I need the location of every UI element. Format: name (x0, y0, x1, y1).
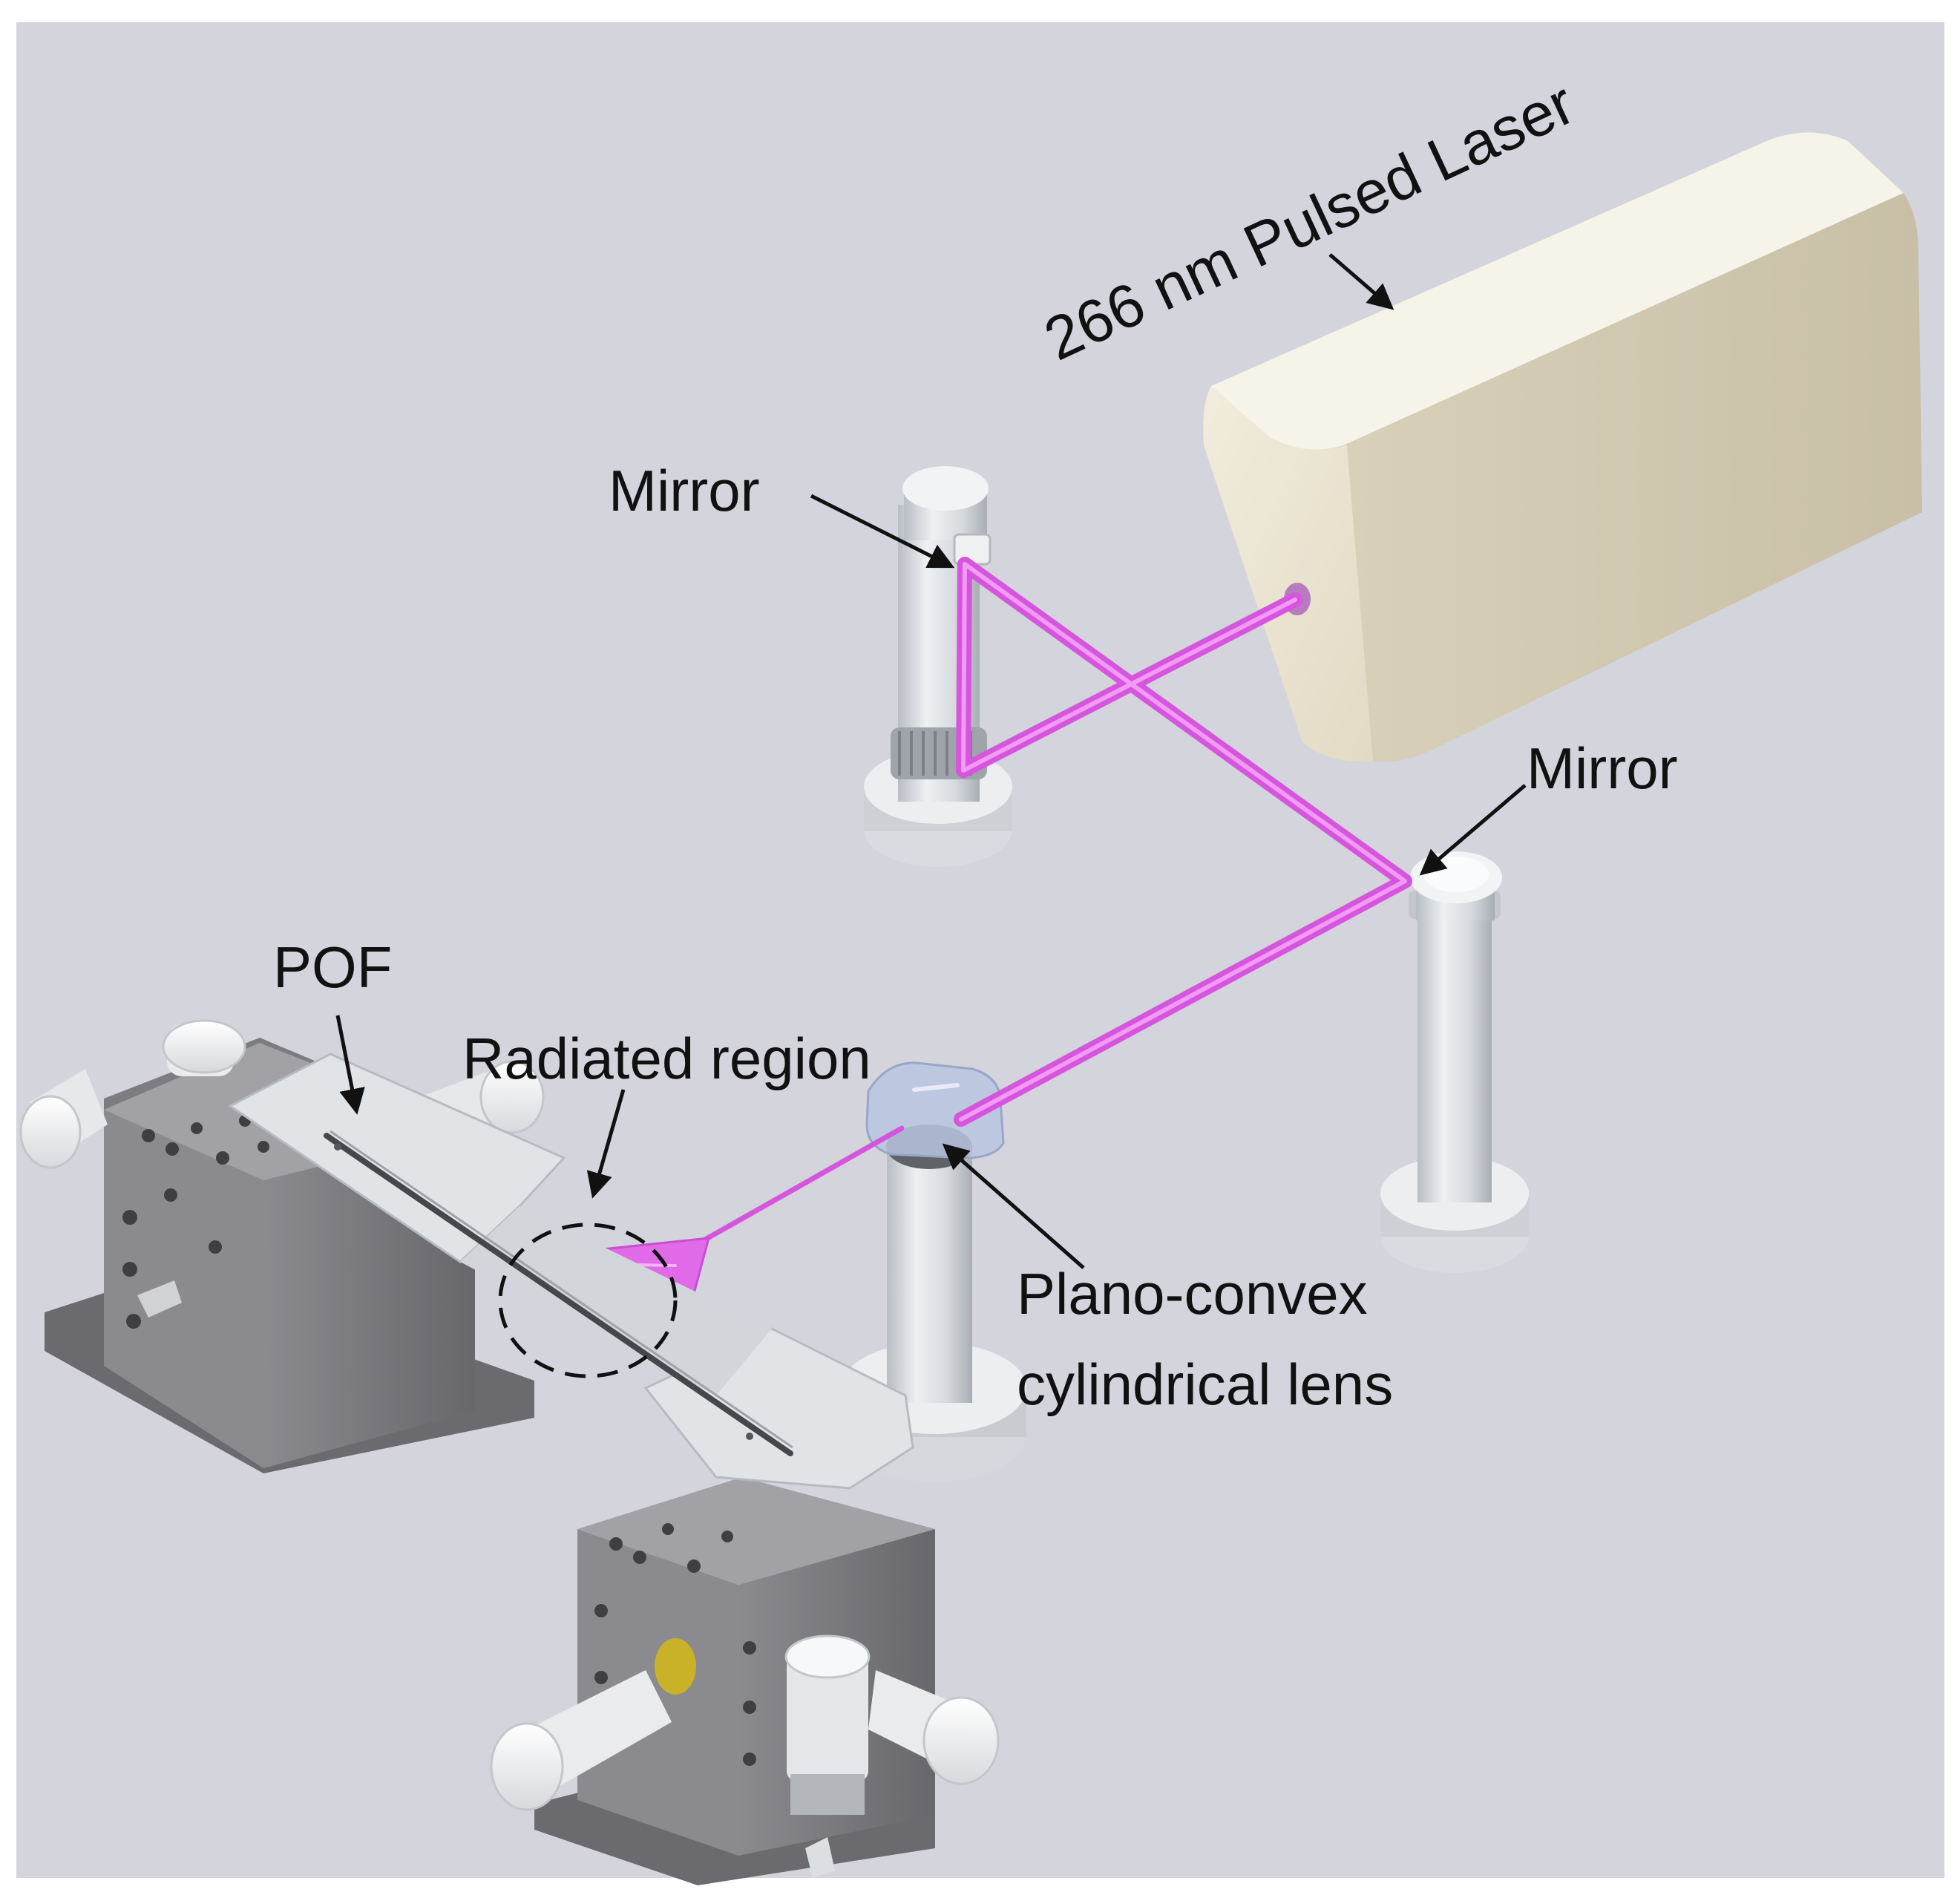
post-body-right (1417, 898, 1492, 1202)
arrow-lens (942, 1143, 1085, 1269)
knob-icon (490, 1722, 564, 1811)
knob-icon (479, 1060, 545, 1134)
label-mirror-top: Mirror (609, 458, 760, 523)
label-lens-line2: cylindrical lens (1017, 1352, 1393, 1417)
annotation-arrows (335, 253, 1527, 1269)
right-translation-stage (490, 1477, 1000, 1885)
pof-fiber (324, 1133, 793, 1456)
lens-post-body (887, 1147, 972, 1403)
fiber-holder-rail (228, 1053, 914, 1490)
brass-adjuster (655, 1638, 696, 1695)
label-lens-line1: Plano-convex (1017, 1261, 1368, 1326)
knob-icon (784, 1634, 871, 1679)
arrow-mirror-top (810, 494, 955, 569)
arrow-laser (1328, 253, 1394, 310)
laser-top-face (1211, 132, 1904, 450)
right-stage-knobs (490, 1634, 1000, 1878)
right-stage-front (577, 1529, 738, 1856)
mirror-post-right (1380, 851, 1529, 1273)
post-cap-top (902, 466, 989, 511)
right-stage-top (577, 1477, 935, 1585)
rail-plate-left (228, 1053, 566, 1263)
knob-icon (19, 1095, 82, 1169)
arrow-radiated-region (586, 1089, 626, 1199)
left-stage-knobs (19, 1019, 545, 1318)
laser-box (1203, 132, 1922, 762)
left-stage-front (104, 1110, 263, 1468)
knob-icon (162, 1019, 246, 1074)
arrow-pof (335, 1015, 365, 1115)
focused-beam (702, 1125, 905, 1243)
label-radiated-region: Radiated region (462, 1026, 871, 1091)
rail-bridge (460, 1206, 772, 1395)
label-pof: POF (273, 935, 392, 1000)
knob-icon (922, 1696, 1000, 1785)
beam-path-highlight (959, 562, 1407, 1122)
radiated-region-circle (498, 1223, 678, 1378)
laser-front-face (1203, 386, 1373, 762)
arrow-mirror-right (1419, 784, 1527, 876)
label-mirror-right: Mirror (1527, 736, 1678, 801)
laser-long-face (1343, 193, 1922, 762)
